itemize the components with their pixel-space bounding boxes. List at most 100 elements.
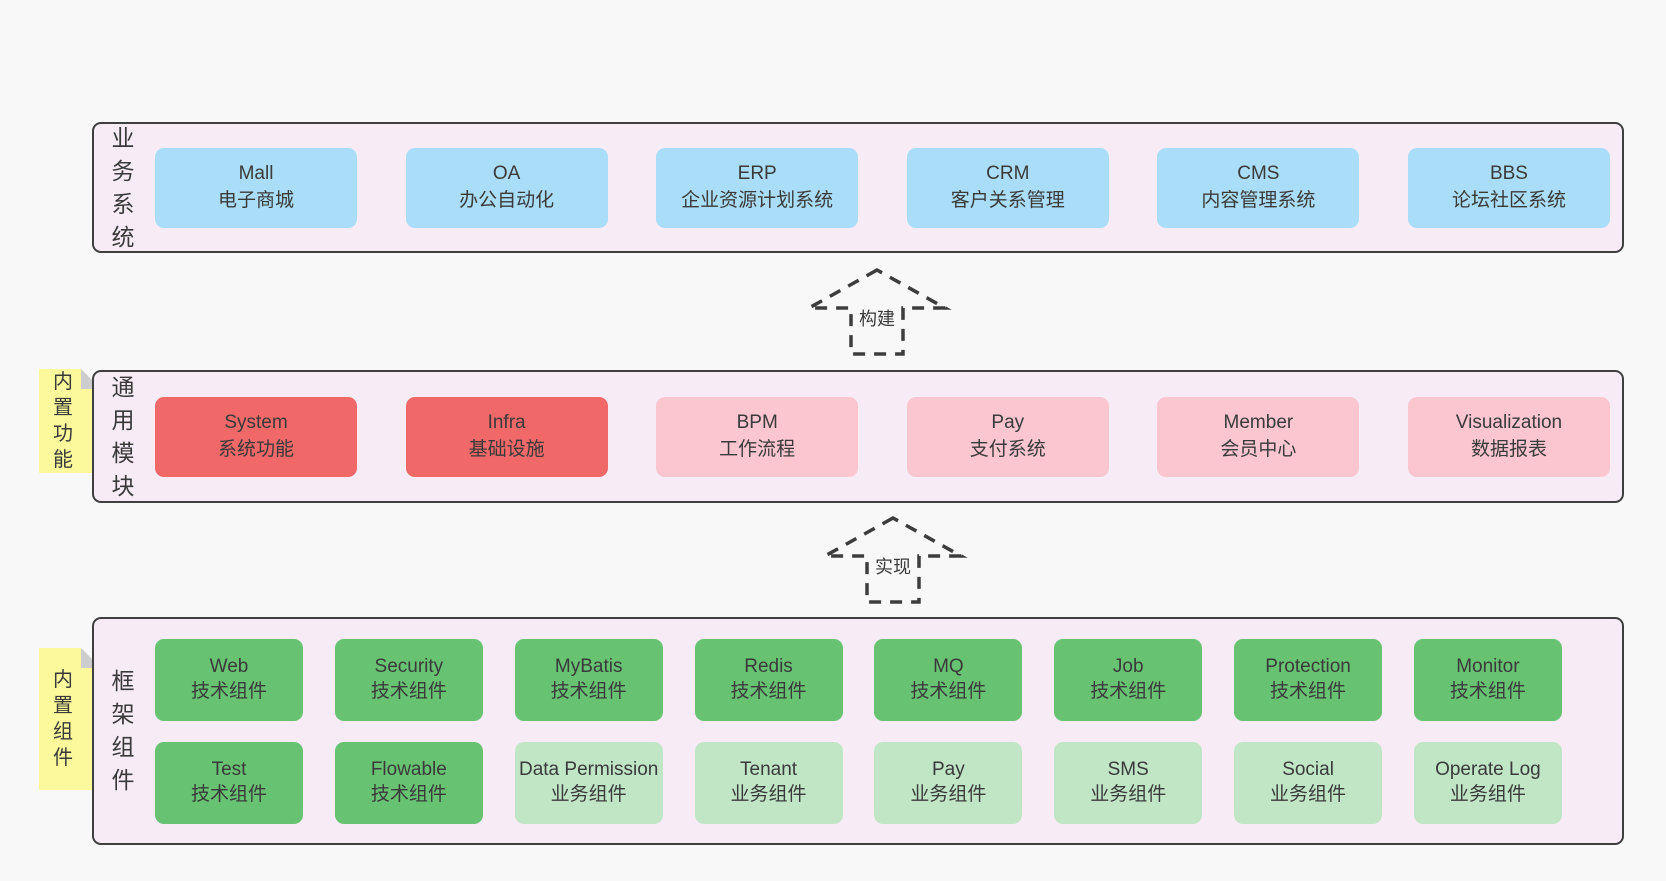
box-bpm: BPM 工作流程 xyxy=(656,396,859,477)
sticky-note-label: 内置组件 xyxy=(53,669,73,769)
sticky-note-label: 内置功能 xyxy=(53,371,73,471)
box-title: ERP xyxy=(737,162,777,184)
box-pay-module: Pay 支付系统 xyxy=(906,396,1109,477)
box-title: CRM xyxy=(986,162,1030,184)
box-title: Social xyxy=(1282,758,1334,780)
box-subtitle: 业务组件 xyxy=(730,783,807,805)
box-title: BBS xyxy=(1489,162,1528,184)
box-title: SMS xyxy=(1107,758,1149,780)
arrow-label: 实现 xyxy=(870,552,916,580)
box-subtitle: 会员中心 xyxy=(1220,438,1297,460)
up-block-arrow-icon xyxy=(802,267,952,356)
box-visualization: Visualization 数据报表 xyxy=(1407,396,1610,477)
layer-common-modules: 通用模块 System 系统功能 Infra 基础设施 BPM 工作流程 Pay… xyxy=(92,370,1624,503)
box-title: Monitor xyxy=(1456,655,1520,677)
box-member: Member 会员中心 xyxy=(1157,396,1360,477)
box-erp: ERP 企业资源计划系统 xyxy=(656,147,859,228)
box-bbs: BBS 论坛社区系统 xyxy=(1407,147,1610,228)
box-subtitle: 技术组件 xyxy=(1270,680,1347,702)
box-row: Test 技术组件 Flowable 技术组件 Data Permission … xyxy=(155,741,1562,824)
box-subtitle: 内容管理系统 xyxy=(1201,189,1316,211)
box-title: Member xyxy=(1223,411,1294,433)
box-mybatis: MyBatis 技术组件 xyxy=(514,638,663,721)
box-subtitle: 电子商城 xyxy=(217,189,294,211)
arrow-label: 构建 xyxy=(854,304,900,332)
box-title: Security xyxy=(374,655,444,677)
box-title: Pay xyxy=(991,411,1025,433)
box-subtitle: 技术组件 xyxy=(730,680,807,702)
box-row: Web 技术组件 Security 技术组件 MyBatis 技术组件 Redi… xyxy=(155,638,1562,721)
box-infra: Infra 基础设施 xyxy=(405,396,608,477)
layer-business-systems: 业务系统 Mall 电子商城 OA 办公自动化 ERP 企业资源计划系统 CRM… xyxy=(92,122,1624,253)
box-title: Web xyxy=(209,655,249,677)
box-subtitle: 技术组件 xyxy=(370,783,447,805)
box-subtitle: 技术组件 xyxy=(190,680,267,702)
box-title: Pay xyxy=(932,758,965,780)
box-row: System 系统功能 Infra 基础设施 BPM 工作流程 Pay 支付系统… xyxy=(155,396,1610,477)
box-title: Infra xyxy=(487,411,526,433)
box-subtitle: 业务组件 xyxy=(1090,783,1167,805)
build-arrow-icon: 构建 xyxy=(795,262,959,358)
box-monitor: Monitor 技术组件 xyxy=(1413,638,1562,721)
box-pay-component: Pay 业务组件 xyxy=(874,741,1023,824)
box-title: Protection xyxy=(1265,655,1351,677)
box-job: Job 技术组件 xyxy=(1054,638,1203,721)
box-subtitle: 业务组件 xyxy=(1270,783,1347,805)
box-title: Mall xyxy=(238,162,274,184)
box-data-permission: Data Permission 业务组件 xyxy=(514,741,663,824)
box-web: Web 技术组件 xyxy=(155,638,303,721)
box-crm: CRM 客户关系管理 xyxy=(906,147,1109,228)
box-subtitle: 技术组件 xyxy=(910,680,987,702)
box-tenant: Tenant 业务组件 xyxy=(694,741,843,824)
box-cms: CMS 内容管理系统 xyxy=(1157,147,1360,228)
box-sms: SMS 业务组件 xyxy=(1054,741,1203,824)
box-subtitle: 数据报表 xyxy=(1470,438,1547,460)
box-subtitle: 技术组件 xyxy=(550,680,627,702)
box-title: Visualization xyxy=(1455,411,1563,433)
box-system: System 系统功能 xyxy=(155,396,357,477)
box-subtitle: 支付系统 xyxy=(969,438,1046,460)
box-title: Data Permission xyxy=(518,758,659,780)
box-title: Test xyxy=(211,758,247,780)
box-subtitle: 工作流程 xyxy=(719,438,796,460)
box-subtitle: 技术组件 xyxy=(1449,680,1526,702)
box-subtitle: 技术组件 xyxy=(370,680,447,702)
box-mq: MQ 技术组件 xyxy=(874,638,1023,721)
layer-label: 框架组件 xyxy=(111,668,135,793)
box-title: Redis xyxy=(744,655,793,677)
box-oa: OA 办公自动化 xyxy=(405,147,608,228)
box-title: Job xyxy=(1112,655,1144,677)
box-title: BPM xyxy=(736,411,778,433)
box-test: Test 技术组件 xyxy=(155,741,303,824)
box-title: MyBatis xyxy=(554,655,623,677)
implement-arrow-icon: 实现 xyxy=(811,510,975,606)
box-subtitle: 系统功能 xyxy=(217,438,294,460)
box-title: System xyxy=(224,411,288,433)
box-subtitle: 业务组件 xyxy=(550,783,627,805)
box-redis: Redis 技术组件 xyxy=(694,638,843,721)
layer-framework-components: 框架组件 Web 技术组件 Security 技术组件 MyBatis 技术组件… xyxy=(92,617,1624,845)
box-title: Flowable xyxy=(370,758,447,780)
box-subtitle: 技术组件 xyxy=(1090,680,1167,702)
box-operate-log: Operate Log 业务组件 xyxy=(1413,741,1562,824)
box-subtitle: 企业资源计划系统 xyxy=(681,189,834,211)
box-subtitle: 业务组件 xyxy=(1449,783,1526,805)
box-title: Operate Log xyxy=(1435,758,1541,780)
layer-label: 通用模块 xyxy=(111,373,135,499)
box-row: Mall 电子商城 OA 办公自动化 ERP 企业资源计划系统 CRM 客户关系… xyxy=(155,147,1610,228)
box-subtitle: 客户关系管理 xyxy=(950,189,1065,211)
box-flowable: Flowable 技术组件 xyxy=(334,741,483,824)
up-block-arrow-icon xyxy=(818,515,968,604)
box-protection: Protection 技术组件 xyxy=(1234,638,1383,721)
box-subtitle: 基础设施 xyxy=(468,438,545,460)
box-title: OA xyxy=(492,162,521,184)
box-mall: Mall 电子商城 xyxy=(155,147,357,228)
box-security: Security 技术组件 xyxy=(334,638,483,721)
layer-label: 业务系统 xyxy=(111,124,135,250)
box-subtitle: 技术组件 xyxy=(190,783,267,805)
box-social: Social 业务组件 xyxy=(1234,741,1383,824)
box-subtitle: 办公自动化 xyxy=(459,189,555,211)
box-title: CMS xyxy=(1237,162,1280,184)
box-subtitle: 业务组件 xyxy=(910,783,987,805)
